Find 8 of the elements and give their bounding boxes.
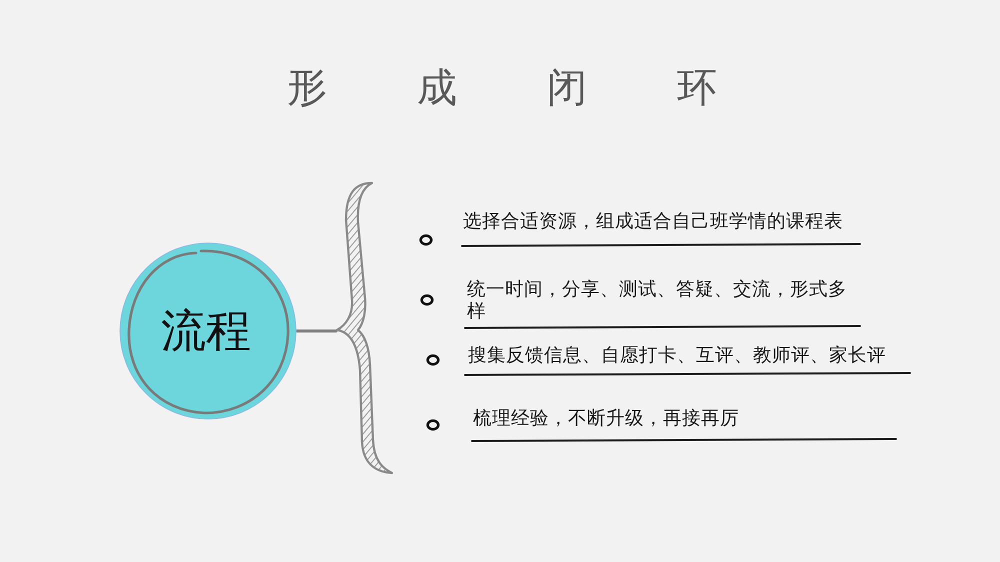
list-text: 统一时间，分享、测试、答疑、交流，形式多样 xyxy=(467,279,848,323)
list-text: 选择合适资源，组成适合自己班学情的课程表 xyxy=(463,211,843,233)
list-text: 搜集反馈信息、自愿打卡、互评、教师评、家长评 xyxy=(468,345,886,367)
title: 形成闭环 xyxy=(287,64,717,113)
curly-brace xyxy=(334,180,396,476)
connector-line xyxy=(296,330,338,332)
list-text: 梳理经验，不断升级，再接再厉 xyxy=(473,408,739,430)
process-circle: 流程 xyxy=(119,242,297,420)
